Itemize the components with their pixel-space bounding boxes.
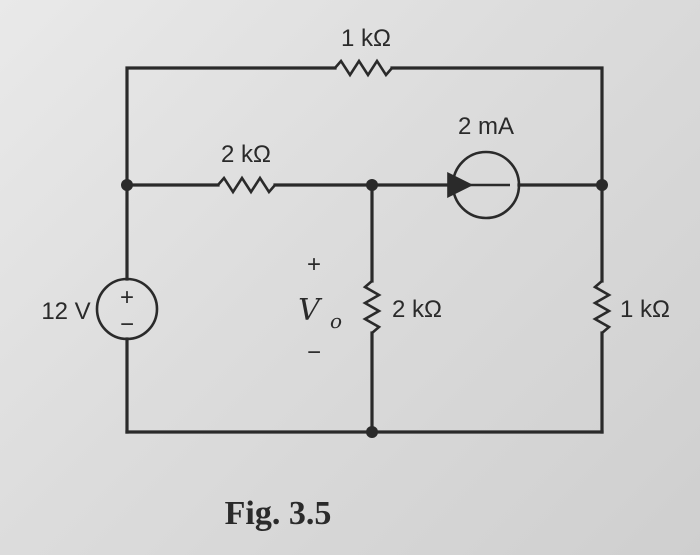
- top-wire-left: [125, 66, 337, 189]
- node-center: [366, 179, 378, 191]
- vo-minus-sign: −: [307, 339, 321, 366]
- top-wire-right: [390, 66, 604, 187]
- left-branch: [95, 183, 159, 434]
- right-branch: [592, 183, 612, 434]
- middle-resistor: [217, 175, 276, 195]
- figure-caption: Fig. 3.5: [225, 495, 332, 532]
- center-branch: [362, 183, 382, 434]
- middle-resistor-label: 2 kΩ: [221, 141, 271, 168]
- top-branch: [125, 58, 604, 189]
- top-resistor-label: 1 kΩ: [341, 25, 391, 52]
- voltage-source-plus: +: [120, 284, 134, 311]
- right-resistor-label: 1 kΩ: [620, 296, 670, 323]
- voltage-source-minus: −: [120, 311, 134, 338]
- vo-symbol: V: [298, 293, 323, 328]
- current-source-label: 2 mA: [458, 113, 514, 140]
- vo-plus-sign: +: [307, 251, 321, 278]
- top-resistor: [334, 58, 393, 78]
- vo-subscript: o: [330, 309, 342, 333]
- node-left: [121, 179, 133, 191]
- center-resistor-label: 2 kΩ: [392, 296, 442, 323]
- node-bottom: [366, 426, 378, 438]
- right-resistor: [592, 280, 612, 334]
- voltage-source-label: 12 V: [41, 298, 90, 325]
- node-right: [596, 179, 608, 191]
- middle-branch: [125, 150, 604, 220]
- center-resistor: [362, 280, 382, 334]
